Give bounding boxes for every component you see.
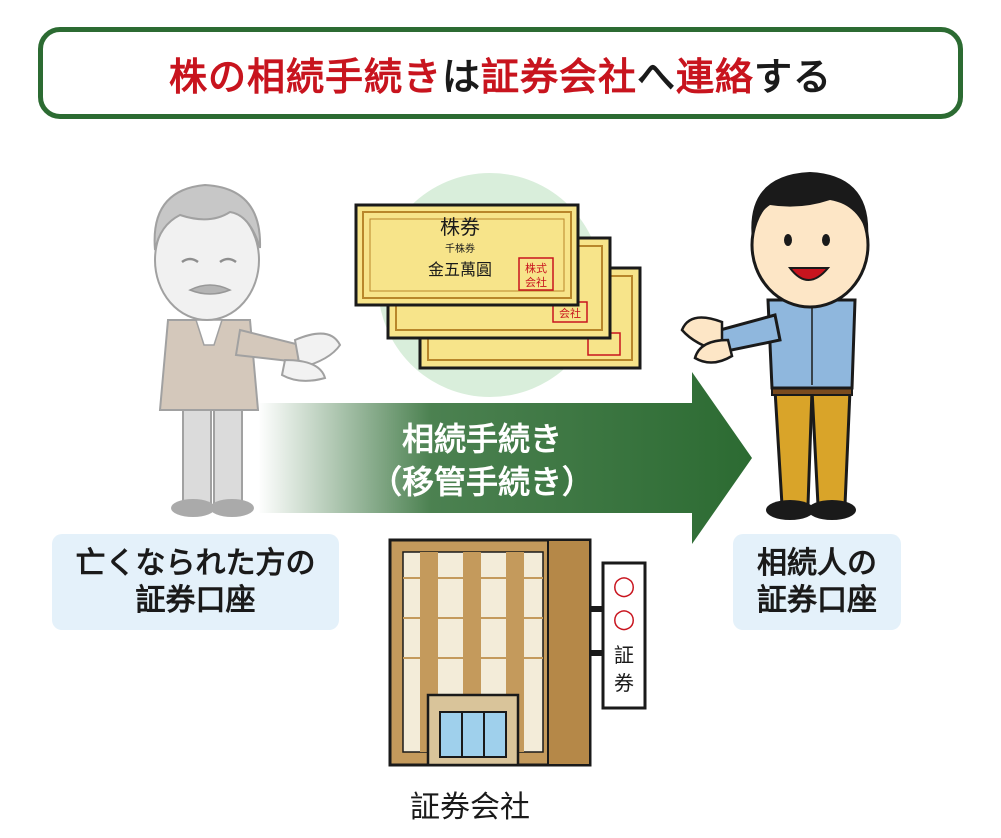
sign-char-2: 券 <box>614 671 634 695</box>
certificate-seal-top: 株式 <box>525 261 547 275</box>
certificate-sub: 千株券 <box>445 242 475 255</box>
stock-certificate-front: 株券 千株券 金五萬圓 株式 会社 <box>354 203 580 307</box>
title-part-6: する <box>754 54 833 99</box>
certificate-heading: 株券 <box>440 215 480 239</box>
securities-building: ○ ○ 証 券 <box>388 538 647 767</box>
sign-char-1: 証 <box>614 643 634 667</box>
securities-company-label: 証券会社 <box>410 790 530 825</box>
certificate-amount: 金五萬圓 <box>428 260 492 279</box>
arrow-text-line1: 相続手続き <box>402 420 562 458</box>
title-part-2: は <box>441 54 481 99</box>
sign-circle-1: ○ <box>613 571 636 601</box>
heir-person <box>680 172 870 520</box>
heir-label-line1: 相続人の <box>757 545 877 581</box>
arrow-text-line2: （移管手続き） <box>370 463 594 501</box>
deceased-label-line2: 証券口座 <box>135 583 256 618</box>
deceased-label-line1: 亡くなられた方の <box>75 545 316 581</box>
deceased-person <box>153 183 342 517</box>
certificate-seal-bottom: 会社 <box>525 275 547 289</box>
title-part-4: へ <box>637 54 677 99</box>
title-part-5: 連絡 <box>676 54 755 99</box>
sign-circle-2: ○ <box>613 604 636 634</box>
deceased-account-label: 亡くなられた方の 証券口座 <box>52 534 339 630</box>
title-part-3: 証券会社 <box>480 54 637 99</box>
title-banner: 株の相続手続きは証券会社へ連絡する <box>38 27 963 119</box>
heir-account-label: 相続人の 証券口座 <box>733 534 901 630</box>
certificate-back-seal: 会社 <box>559 306 581 320</box>
title-part-1: 株の相続手続き <box>168 54 442 99</box>
transfer-arrow: 相続手続き （移管手続き） <box>258 372 752 544</box>
heir-label-line2: 証券口座 <box>757 583 877 618</box>
